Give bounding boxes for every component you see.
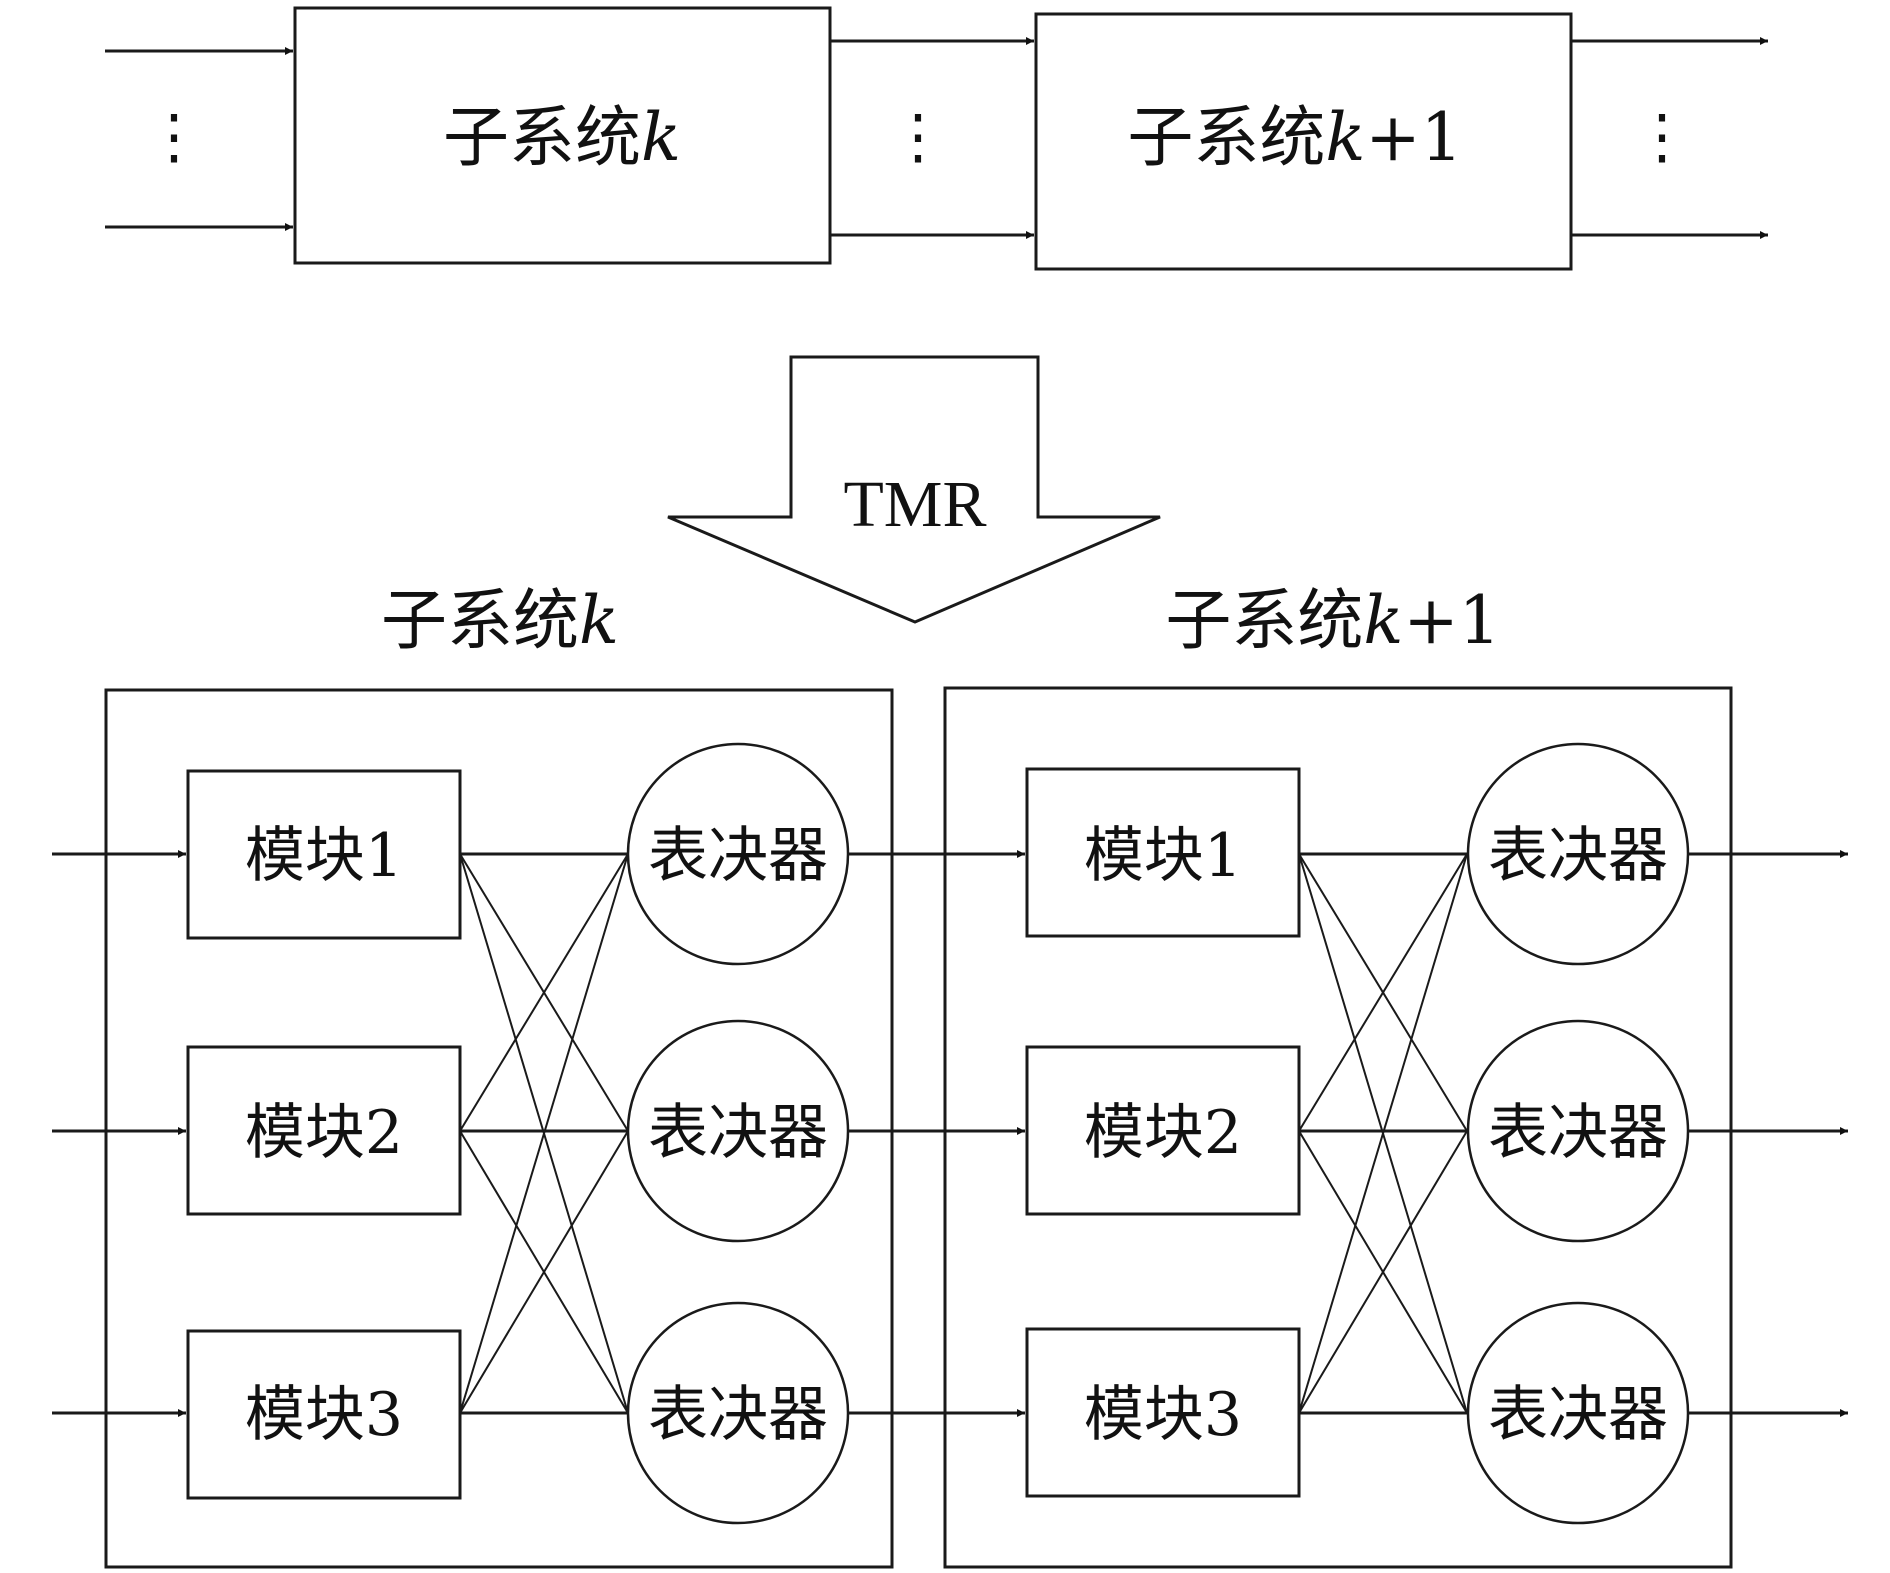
k1-wire bbox=[1298, 1130, 1468, 1414]
k-module-3-box bbox=[186, 1329, 462, 1500]
top-output-ellipsis: ⋮ bbox=[1632, 102, 1692, 172]
bottom-row: 子系统k 子系统k+1 模块1 bbox=[52, 582, 1848, 1569]
top-subsystem-k-label: 子系统k bbox=[443, 99, 681, 176]
k-voter-3-label: 表决器 bbox=[648, 1380, 828, 1450]
k1-voter-3-label: 表决器 bbox=[1488, 1380, 1668, 1450]
k-wire bbox=[459, 853, 629, 1414]
k1-voter-1-label: 表决器 bbox=[1488, 821, 1668, 891]
top-link-ellipsis: ⋮ bbox=[888, 102, 948, 172]
k-crossbar-wiring bbox=[459, 852, 629, 1415]
subsystem-k-internals: 模块1 模块2 模块3 表决器 表决器 表决器 bbox=[52, 742, 850, 1525]
k-module-2-label: 模块2 bbox=[245, 1098, 403, 1168]
k1-module-3-label: 模块3 bbox=[1084, 1380, 1242, 1450]
k-voter-1-label: 表决器 bbox=[648, 821, 828, 891]
k1-module-1-box bbox=[1025, 767, 1301, 938]
k-voter-2-label: 表决器 bbox=[648, 1098, 828, 1168]
top-subsystem-k-box bbox=[293, 6, 832, 265]
k-wire bbox=[459, 853, 629, 1132]
top-row: ⋮ 子系统k ⋮ 子系统k+1 ⋮ bbox=[105, 6, 1768, 271]
k-module-1-label: 模块1 bbox=[245, 821, 403, 891]
top-subsystem-k1-label: 子系统k+1 bbox=[1127, 99, 1462, 176]
k1-module-1-label: 模块1 bbox=[1084, 821, 1242, 891]
tmr-transform-arrow: TMR bbox=[667, 355, 1161, 624]
k1-module-3-box bbox=[1025, 1327, 1301, 1498]
k-module-1-box bbox=[186, 769, 462, 940]
subsystem-k1-internals: 模块1 模块2 模块3 表决器 表决器 表决器 bbox=[1025, 742, 1848, 1525]
tmr-label: TMR bbox=[843, 468, 986, 541]
k1-wire bbox=[1298, 853, 1468, 1414]
top-subsystem-k1-box bbox=[1034, 12, 1573, 271]
k1-module-2-label: 模块2 bbox=[1084, 1098, 1242, 1168]
bottom-subsystem-k-title: 子系统k bbox=[381, 582, 619, 659]
k1-module-2-box bbox=[1025, 1045, 1301, 1216]
k1-crossbar-wiring bbox=[1298, 852, 1468, 1415]
k-module-3-label: 模块3 bbox=[245, 1380, 403, 1450]
k-wire bbox=[459, 1130, 629, 1414]
down-arrow-shape bbox=[667, 355, 1161, 624]
k1-wire bbox=[1298, 853, 1468, 1132]
k-module-2-box bbox=[186, 1045, 462, 1216]
top-input-ellipsis: ⋮ bbox=[144, 102, 204, 172]
bottom-subsystem-k1-title: 子系统k+1 bbox=[1165, 582, 1500, 659]
k1-voter-2-label: 表决器 bbox=[1488, 1098, 1668, 1168]
